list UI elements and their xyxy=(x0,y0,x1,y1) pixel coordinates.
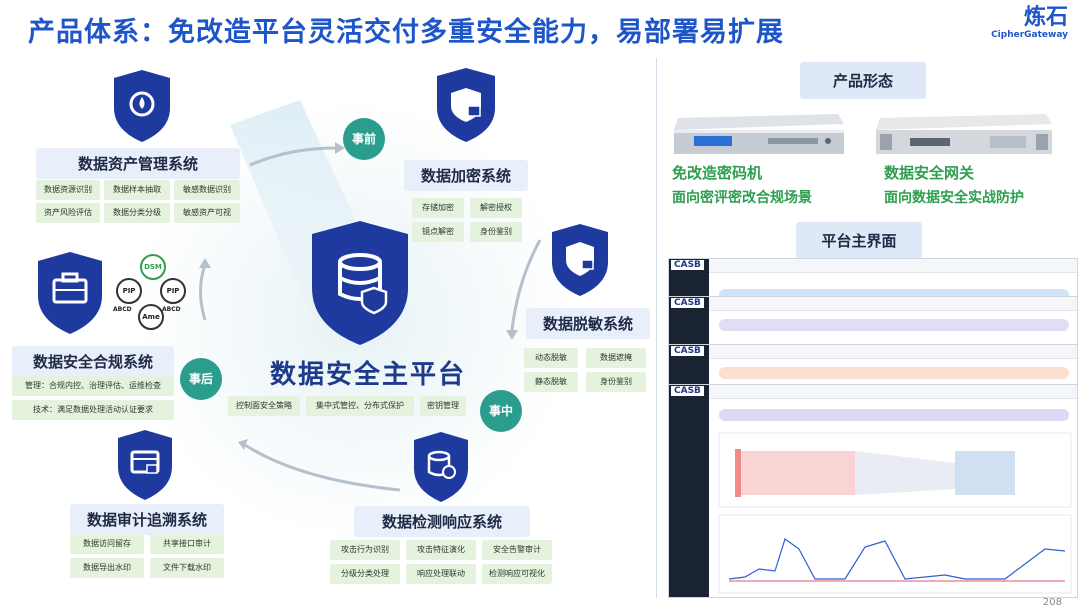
product-desc: 面向数据安全实战防护 xyxy=(884,190,1024,206)
arrow-before xyxy=(249,146,336,167)
asset-tag: 数据分类分级 xyxy=(104,203,170,223)
product-form-heading: 产品形态 xyxy=(800,62,926,99)
platform-tag: 集中式管控、分布式保护 xyxy=(306,396,414,416)
mask-tag: 动态脱敏 xyxy=(524,348,578,368)
detect-tag: 检测响应可视化 xyxy=(482,564,552,584)
screenshot-logo: CASB xyxy=(671,260,704,270)
platform-tag: 控制面安全策略 xyxy=(228,396,300,416)
encrypt-tag: 身份鉴别 xyxy=(470,222,522,242)
detect-tag: 分级分类处理 xyxy=(330,564,400,584)
asset-tag: 资产风险评估 xyxy=(36,203,100,223)
mask-tag: 身份鉴别 xyxy=(586,372,646,392)
audit-tag: 文件下载水印 xyxy=(150,558,224,578)
screenshot-logo: CASB xyxy=(671,386,704,396)
shield-compliance-icon xyxy=(38,252,102,334)
product-name: 免改造密码机 xyxy=(672,164,763,182)
compliance-tag: 技术：满足数据处理活动认证要求 xyxy=(12,400,174,420)
encrypt-tag: 解密授权 xyxy=(470,198,522,218)
screenshot-charts xyxy=(718,432,1072,594)
product-desc: 面向密评密改合规场景 xyxy=(672,190,812,206)
mask-tag: 静态脱敏 xyxy=(524,372,578,392)
screenshot-logo: CASB xyxy=(671,298,704,308)
asset-system-title: 数据资产管理系统 xyxy=(36,148,240,179)
screenshot-2: CASB xyxy=(668,296,1078,346)
encrypt-system-title: 数据加密系统 xyxy=(404,160,528,191)
detect-tag: 响应处理联动 xyxy=(406,564,476,584)
audit-tag: 数据导出水印 xyxy=(70,558,144,578)
cert-abcd-label: ABCD xyxy=(113,306,132,313)
shield-detect-icon xyxy=(414,432,468,502)
page-number: 208 xyxy=(1042,597,1062,608)
shield-mask-icon xyxy=(552,224,608,296)
mask-tag: 数据遮掩 xyxy=(586,348,646,368)
cert-dsm-icon: DSM xyxy=(140,254,166,280)
shield-encrypt-icon xyxy=(437,68,495,142)
shield-asset-icon xyxy=(114,70,170,142)
page-title: 产品体系：免改造平台灵活交付多重安全能力，易部署易扩展 xyxy=(28,17,784,48)
platform-ui-heading: 平台主界面 xyxy=(796,222,922,259)
shield-audit-icon xyxy=(118,430,172,500)
mask-system-title: 数据脱敏系统 xyxy=(526,308,650,339)
detect-tag: 攻击特征演化 xyxy=(406,540,476,560)
cert-pip-icon: PIP xyxy=(116,278,142,304)
cert-ame-icon: Ame xyxy=(138,304,164,330)
encrypt-tag: 镜点解密 xyxy=(412,222,464,242)
product-name: 数据安全网关 xyxy=(884,164,975,182)
platform-title: 数据安全主平台 xyxy=(270,360,467,390)
arrow-after xyxy=(244,443,401,492)
asset-tag: 敏感资产可视 xyxy=(174,203,240,223)
screenshot-4: CASB xyxy=(668,384,1078,598)
audit-tag: 数据访问留存 xyxy=(70,534,144,554)
platform-tag: 密钥管理 xyxy=(420,396,466,416)
shield-platform-icon xyxy=(312,221,408,345)
cert-abcd-label-2: ABCD xyxy=(162,306,181,313)
stage-after: 事后 xyxy=(180,358,222,400)
asset-tag: 数据资源识别 xyxy=(36,180,100,200)
asset-tag: 数据样本抽取 xyxy=(104,180,170,200)
compliance-tag: 管理：合规内控、治理评估、运维检查 xyxy=(12,376,174,396)
detect-tag: 攻击行为识别 xyxy=(330,540,400,560)
brand-logo: 炼石 CipherGateway xyxy=(991,5,1068,41)
audit-tag: 共享接口审计 xyxy=(150,534,224,554)
asset-tag: 敏感数据识别 xyxy=(174,180,240,200)
stage-before: 事前 xyxy=(343,118,385,160)
security-gateway-image xyxy=(876,114,1052,154)
screenshot-logo: CASB xyxy=(671,346,704,356)
audit-system-title: 数据审计追溯系统 xyxy=(70,504,224,535)
brand-name-en: CipherGateway xyxy=(991,30,1068,40)
detect-system-title: 数据检测响应系统 xyxy=(354,506,530,537)
arrow-during xyxy=(510,239,542,331)
cipher-machine-image xyxy=(674,114,844,154)
detect-tag: 安全告警审计 xyxy=(482,540,552,560)
encrypt-tag: 存储加密 xyxy=(412,198,464,218)
brand-name-cn: 炼石 xyxy=(1023,5,1068,30)
cert-pip-cb-icon: PIP xyxy=(160,278,186,304)
section-divider xyxy=(656,58,657,598)
stage-during: 事中 xyxy=(480,390,522,432)
arrow-loop xyxy=(199,264,207,321)
compliance-system-title: 数据安全合规系统 xyxy=(12,346,174,377)
